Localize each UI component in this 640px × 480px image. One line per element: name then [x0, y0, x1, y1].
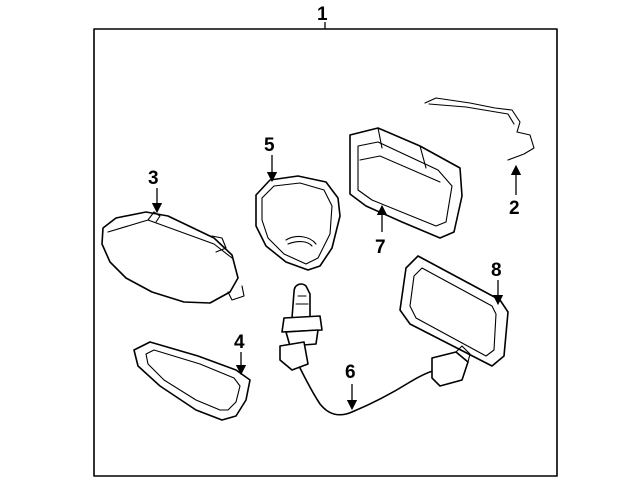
callout-6: 6 — [345, 362, 356, 383]
callout-2: 2 — [509, 198, 520, 219]
assembly-frame — [93, 22, 558, 477]
callout-1: 1 — [317, 4, 328, 25]
callout-7: 7 — [375, 237, 386, 258]
part-2-wire-clip — [424, 97, 535, 195]
part-5-reflector — [255, 155, 341, 271]
callout-8: 8 — [491, 260, 502, 281]
part-4-curved-gasket — [133, 341, 251, 421]
callout-4: 4 — [234, 332, 245, 353]
part-6-bulb-harness — [279, 283, 471, 416]
callout-3: 3 — [148, 168, 159, 189]
part-8-gasket — [399, 255, 509, 367]
part-3-lamp-housing — [101, 188, 245, 304]
callout-5: 5 — [264, 135, 275, 156]
part-7-lens-frame — [349, 127, 463, 239]
